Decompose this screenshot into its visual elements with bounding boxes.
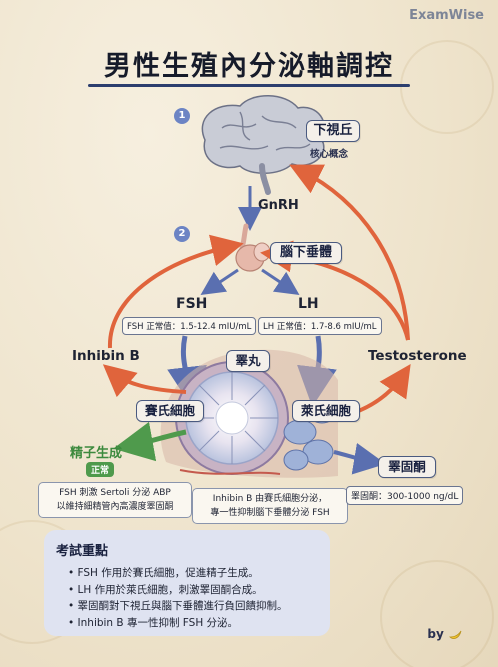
fsh-normal-range: FSH 正常值：1.5-12.4 mIU/mL — [122, 317, 257, 335]
pituitary-icon — [235, 223, 271, 272]
title-underline — [88, 84, 410, 87]
sertoli-to-inhibin-arrow — [102, 364, 187, 398]
exam-keypoints-box: 考試重點 FSH 作用於賽氏細胞，促進精子生成。 LH 作用於萊氏細胞，刺激睪固… — [44, 530, 330, 636]
keypoint-item: LH 作用於萊氏細胞，刺激睪固酮合成。 — [68, 582, 318, 599]
step-2-marker: 2 — [174, 226, 190, 242]
paper-stain — [400, 40, 494, 134]
hypothalamus-sublabel: 核心概念 — [310, 149, 349, 160]
spermatogenesis-note-line1: FSH 刺激 Sertoli 分泌 ABP — [59, 488, 171, 498]
keypoints-heading: 考試重點 — [56, 544, 109, 559]
spermatogenesis-note: FSH 刺激 Sertoli 分泌 ABP 以維持細精管內高濃度睪固酮 — [38, 482, 192, 518]
inhibin-feedback-arrow — [107, 234, 244, 349]
keypoints-list: FSH 作用於賽氏細胞，促進精子生成。 LH 作用於萊氏細胞，刺激睪固酮合成。 … — [56, 565, 318, 631]
lh-label: LH — [298, 296, 319, 312]
pituitary-label: 腦下垂體 — [270, 242, 342, 264]
testosterone-normal-range: 睪固酮：300-1000 ng/dL — [346, 486, 464, 505]
fsh-release-arrow — [200, 268, 239, 295]
inhibin-label: Inhibin B — [72, 348, 140, 364]
testosterone-output-arrow — [333, 442, 386, 475]
testosterone-output-label: 睪固酮 — [378, 456, 436, 478]
brand-logo: ExamWise — [409, 8, 484, 23]
page-title: 男性生殖內分泌軸調控 — [104, 51, 394, 82]
banana-icon — [449, 630, 462, 639]
lh-release-arrow — [261, 268, 300, 295]
fsh-label: FSH — [176, 296, 208, 312]
normal-badge: 正常 — [86, 462, 115, 477]
leydig-cell-label: 萊氏細胞 — [292, 400, 360, 422]
hypothalamus-label: 下視丘 — [306, 120, 360, 142]
spermatogenesis-note-line2: 以維持細精管內高濃度睪固酮 — [56, 502, 174, 512]
byline: by — [427, 627, 462, 641]
testosterone-to-hypothalamus-arrow — [289, 164, 410, 341]
inhibin-note: Inhibin B 由賽氏細胞分泌， 專一性抑制腦下垂體分泌 FSH — [192, 488, 348, 524]
keypoint-item: 睪固酮對下視丘與腦下垂體進行負回饋抑制。 — [68, 598, 318, 615]
byline-text: by — [427, 627, 444, 641]
sertoli-cell-label: 賽氏細胞 — [136, 400, 204, 422]
testis-cross-section — [160, 349, 338, 478]
step-1-marker: 1 — [174, 108, 190, 124]
testosterone-label: Testosterone — [368, 348, 467, 364]
inhibin-note-line2: 專一性抑制腦下垂體分泌 FSH — [210, 508, 330, 518]
keypoint-item: FSH 作用於賽氏細胞，促進精子生成。 — [68, 565, 318, 582]
spermatogenesis-arrow — [113, 421, 187, 462]
inhibin-note-line1: Inhibin B 由賽氏細胞分泌， — [212, 494, 328, 504]
spermatogenesis-label: 精子生成 — [70, 446, 123, 461]
keypoint-item: Inhibin B 專一性抑制 FSH 分泌。 — [68, 615, 318, 632]
testis-label: 睪丸 — [226, 350, 270, 372]
brain-icon — [201, 95, 326, 195]
lh-normal-range: LH 正常值：1.7-8.6 mIU/mL — [258, 317, 382, 335]
paper-stain — [380, 560, 494, 667]
gnrh-label: GnRH — [258, 198, 299, 213]
